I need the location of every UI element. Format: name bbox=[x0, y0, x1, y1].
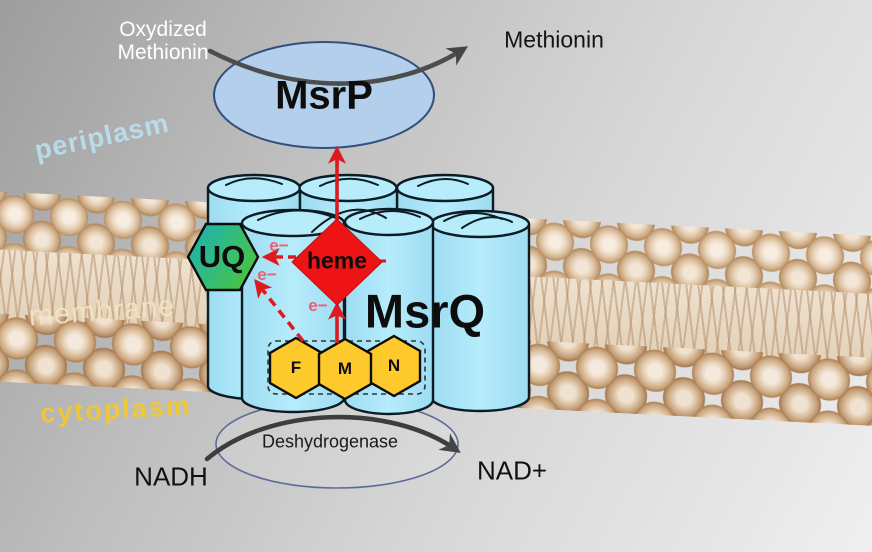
uq-hexagon bbox=[186, 222, 260, 292]
electron-label-1: e− bbox=[269, 236, 289, 255]
oxidized-methionine-line1: Oxydized bbox=[119, 18, 207, 41]
helix-top-arcs-front bbox=[257, 208, 513, 233]
methionine-arrow bbox=[207, 46, 469, 86]
fmn-m-hexagon bbox=[317, 337, 373, 401]
electron-label-2: e− bbox=[257, 265, 277, 284]
dehydrogenase-label: Deshydrogenase bbox=[261, 431, 399, 452]
fmn-m-label: M bbox=[337, 359, 353, 378]
fmn-n-label: N bbox=[387, 356, 401, 375]
nad-plus-label: NAD+ bbox=[476, 455, 548, 486]
msrp-ellipse bbox=[213, 41, 435, 149]
msrp-label: MsrP bbox=[275, 73, 373, 118]
electron-label-3: e− bbox=[308, 296, 328, 315]
oxidized-methionine-label: Oxydized Methionin bbox=[117, 18, 208, 64]
heme-diamond bbox=[291, 218, 383, 306]
helix-front-center-top bbox=[343, 207, 435, 237]
helix-back-center-top bbox=[298, 173, 398, 203]
nadh-to-nad-arrow bbox=[204, 414, 461, 462]
fmn-f-label: F bbox=[290, 358, 302, 377]
heme-label: heme bbox=[306, 247, 368, 274]
msrq-label: MsrQ bbox=[364, 284, 486, 338]
methionine-label: Methionin bbox=[504, 26, 604, 53]
uq-label: UQ bbox=[198, 239, 246, 274]
helix-front-right bbox=[429, 224, 531, 413]
helix-top-arcs-back bbox=[225, 177, 469, 187]
helix-front-right-top bbox=[429, 209, 531, 239]
oxidized-methionine-line2: Methionin bbox=[117, 41, 209, 64]
nadh-label: NADH bbox=[134, 461, 208, 492]
fmn-to-uq-arrow bbox=[254, 279, 305, 343]
fmn-hexagons bbox=[268, 334, 422, 401]
